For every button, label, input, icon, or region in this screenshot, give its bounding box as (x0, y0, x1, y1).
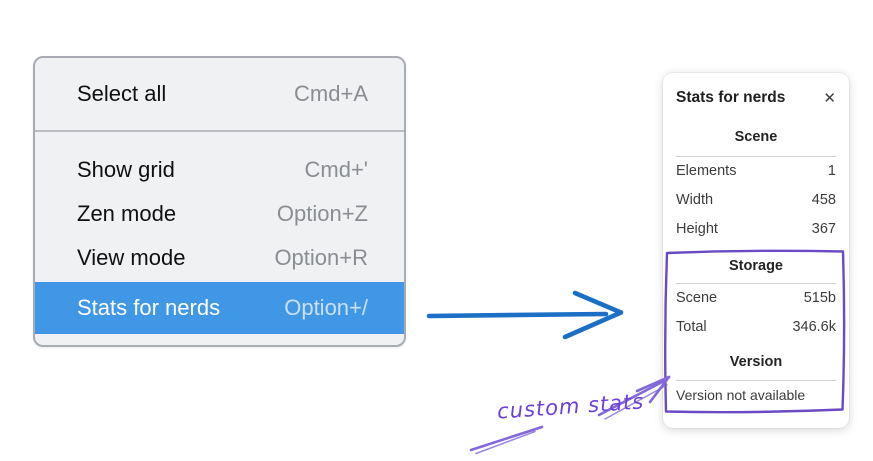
section-header-storage: Storage (729, 258, 783, 274)
stat-row-scene-size: Scene 515b (676, 284, 836, 313)
blue-arrow (426, 290, 624, 340)
stats-panel: Stats for nerds ✕ Scene Elements 1 Width… (663, 73, 849, 428)
stats-panel-header: Stats for nerds ✕ (676, 85, 836, 111)
stat-label: Height (676, 221, 718, 237)
stat-label: Width (676, 192, 714, 208)
menu-item-label: Select all (77, 81, 167, 106)
close-icon[interactable]: ✕ (823, 89, 836, 107)
stat-value: 1 (827, 163, 836, 179)
menu-item-label: Stats for nerds (77, 295, 221, 320)
stat-value: 346.6k (792, 319, 836, 335)
section-header-version: Version (729, 354, 783, 370)
section-divider (676, 156, 836, 157)
menu-item-label: Show grid (77, 157, 175, 182)
menu-item-show-grid[interactable]: Show grid Cmd+' (35, 148, 404, 192)
menu-item-view-mode[interactable]: View mode Option+R (35, 236, 404, 280)
menu-item-shortcut: Option+R (274, 245, 368, 270)
menu-item-label: Zen mode (77, 201, 177, 226)
stat-value: 367 (811, 221, 836, 237)
stat-label: Total (676, 319, 707, 335)
context-menu: Select all Cmd+A Show grid Cmd+' Zen mod… (33, 56, 406, 347)
stat-value: 515b (803, 290, 836, 306)
menu-item-zen-mode[interactable]: Zen mode Option+Z (35, 192, 404, 236)
annotation-label: custom stats (496, 389, 645, 424)
stat-row-elements: Elements 1 (676, 157, 836, 186)
menu-item-shortcut: Cmd+A (294, 81, 368, 106)
version-note: Version not available (676, 387, 806, 403)
stat-value: 458 (811, 192, 836, 208)
menu-item-label: View mode (77, 245, 186, 270)
stat-label: Scene (676, 290, 718, 306)
menu-item-shortcut: Cmd+' (304, 157, 369, 182)
stat-row-total-size: Total 346.6k (676, 313, 836, 342)
menu-separator (35, 130, 404, 132)
stats-panel-title: Stats for nerds (676, 89, 786, 106)
stat-label: Elements (676, 163, 737, 179)
menu-group: Show grid Cmd+' Zen mode Option+Z View m… (35, 132, 404, 334)
section-header-scene: Scene (734, 129, 778, 145)
menu-item-shortcut: Option+Z (276, 201, 368, 226)
stat-row-height: Height 367 (676, 215, 836, 244)
menu-item-shortcut: Option+/ (284, 295, 368, 320)
stat-row-width: Width 458 (676, 186, 836, 215)
menu-item-select-all[interactable]: Select all Cmd+A (35, 58, 404, 130)
menu-item-stats-for-nerds[interactable]: Stats for nerds Option+/ (35, 282, 404, 334)
